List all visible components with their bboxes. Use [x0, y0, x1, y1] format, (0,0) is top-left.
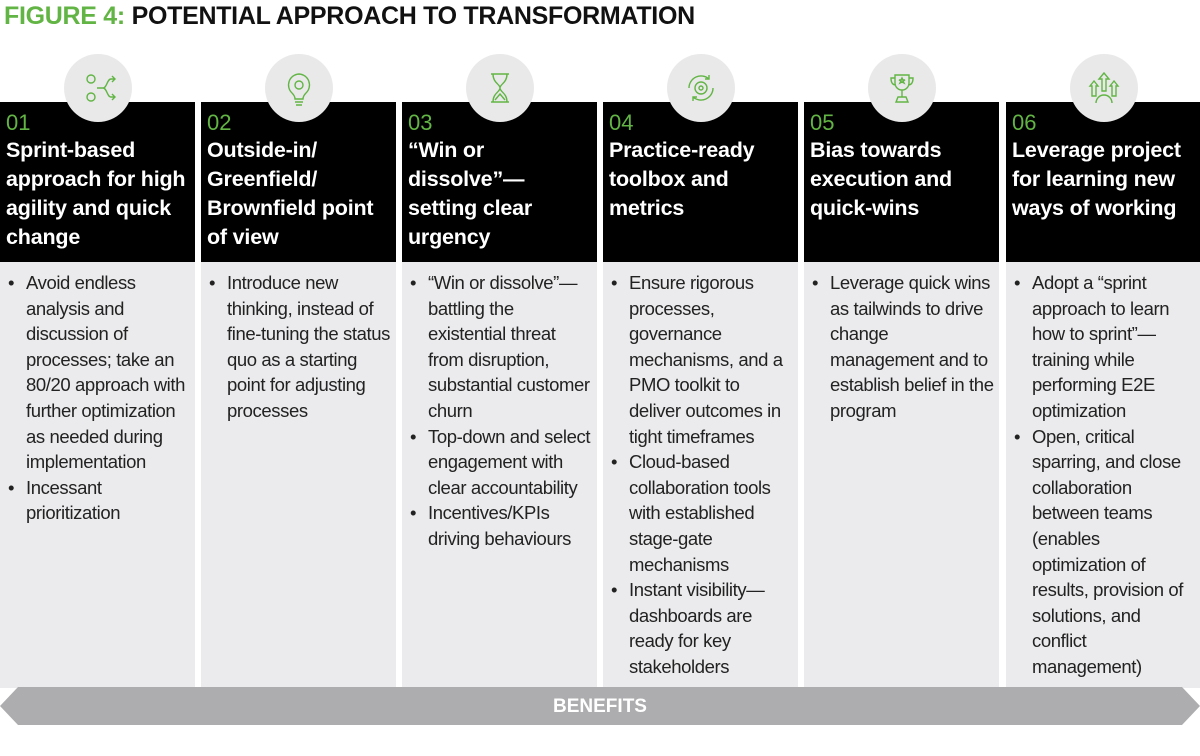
growth-arrows-icon: [1088, 71, 1119, 104]
column-body: Introduce new thinking, instead of fine-…: [201, 262, 396, 688]
benefits-arrow-shape: [0, 687, 1200, 725]
column-body: Ensure rigorous processes, governance me…: [603, 262, 798, 688]
column-body: “Win or dissolve”— battling the existent…: [402, 262, 597, 688]
lightbulb-gear-icon: [287, 73, 310, 106]
column-title: Leverage project for learning new ways o…: [1012, 138, 1181, 220]
bullet-item: Instant visibility— dashboards are ready…: [609, 577, 794, 679]
column-header: 03 “Win or dissolve”— setting clear urgen…: [402, 102, 597, 262]
bullet-list: “Win or dissolve”— battling the existent…: [408, 270, 593, 552]
bullet-item: Incessant prioritization: [6, 475, 191, 526]
icon-circle: [465, 54, 534, 122]
bullet-item: Open, critical sparring, and close colla…: [1012, 424, 1197, 680]
figure-title-text: POTENTIAL APPROACH TO TRANSFORMATION: [131, 2, 696, 30]
bullet-item: Adopt a “sprint approach to learn how to…: [1012, 270, 1197, 424]
icon-circle: [867, 54, 936, 122]
column-title: Outside-in/ Greenfield/ Brownfield point…: [207, 138, 374, 249]
bullet-item: “Win or dissolve”— battling the existent…: [408, 270, 593, 424]
column-number: 01: [6, 110, 31, 135]
column-number: 02: [207, 110, 232, 135]
bullet-list: Avoid endless analysis and discussion of…: [6, 270, 191, 526]
hourglass-icon: [490, 73, 509, 103]
benefits-label: BENEFITS: [553, 696, 647, 717]
icon-circle: [63, 54, 132, 122]
bullet-list: Leverage quick wins as tailwinds to driv…: [810, 270, 995, 424]
column-body: Avoid endless analysis and discussion of…: [0, 262, 195, 688]
bullet-list: Introduce new thinking, instead of fine-…: [207, 270, 392, 424]
icon-circle: [1069, 54, 1138, 122]
column-title: Practice-ready toolbox and metrics: [609, 138, 755, 220]
column-title: “Win or dissolve”— setting clear urgency: [408, 138, 533, 249]
bullet-item: Top-down and select engagement with clea…: [408, 424, 593, 501]
column-number: 04: [609, 110, 634, 135]
gears-cycle-icon: [687, 75, 714, 101]
bullet-list: Ensure rigorous processes, governance me…: [609, 270, 794, 680]
approach-column-03: 03 “Win or dissolve”— setting clear urgen…: [402, 54, 597, 688]
bullet-item: Introduce new thinking, instead of fine-…: [207, 270, 392, 424]
gears-arrows-icon: [85, 74, 116, 102]
bullet-item: Incentives/KPIs driving behaviours: [408, 500, 593, 551]
column-number: 05: [810, 110, 835, 135]
figure-title: FIGURE 4: POTENTIAL APPROACH TO TRANSFOR…: [4, 2, 695, 31]
bullet-item: Avoid endless analysis and discussion of…: [6, 270, 191, 475]
column-body: Adopt a “sprint approach to learn how to…: [1006, 262, 1200, 688]
icon-circle: [666, 54, 735, 122]
benefits-banner: BENEFITS: [0, 687, 1200, 725]
column-title: Sprint-based approach for high agility a…: [6, 138, 186, 249]
figure-number: FIGURE 4:: [4, 2, 125, 30]
column-number: 06: [1012, 110, 1037, 135]
column-title: Bias towards execution and quick-wins: [810, 138, 952, 220]
bullet-list: Adopt a “sprint approach to learn how to…: [1012, 270, 1197, 680]
bullet-item: Leverage quick wins as tailwinds to driv…: [810, 270, 995, 424]
trophy-icon: [889, 74, 914, 103]
column-body: Leverage quick wins as tailwinds to driv…: [804, 262, 999, 688]
bullet-item: Ensure rigorous processes, governance me…: [609, 270, 794, 449]
column-number: 03: [408, 110, 433, 135]
bullet-item: Cloud-based collaboration tools with est…: [609, 449, 794, 577]
icon-circle: [264, 54, 333, 122]
